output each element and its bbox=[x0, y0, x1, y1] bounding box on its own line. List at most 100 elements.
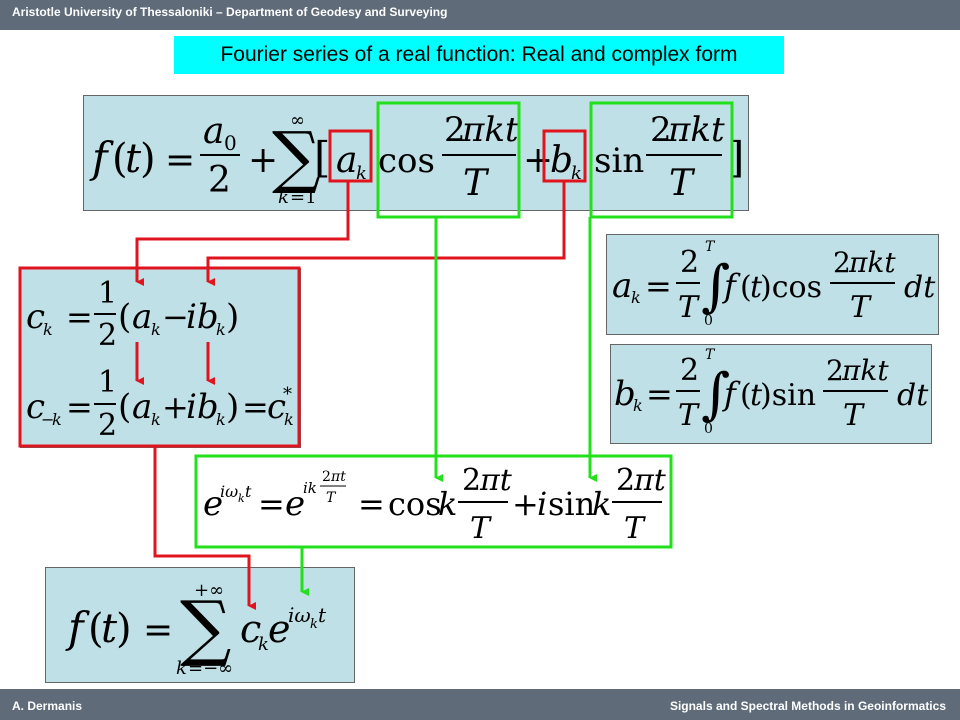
svg-text:sin: sin bbox=[594, 141, 644, 181]
svg-text:2: 2 bbox=[98, 408, 117, 443]
ak-formula: a k = 2 T ∫ T 0 f ( t )cos 2 πkt T dt bbox=[612, 239, 936, 329]
svg-text:T: T bbox=[678, 290, 700, 325]
svg-text:∑: ∑ bbox=[272, 118, 321, 197]
svg-text:=1: =1 bbox=[290, 187, 317, 208]
svg-text:a: a bbox=[203, 111, 224, 152]
svg-text:+∞: +∞ bbox=[194, 580, 224, 601]
svg-text:=: = bbox=[242, 388, 269, 426]
svg-text:−: − bbox=[41, 410, 54, 429]
svg-text:πkt: πkt bbox=[667, 110, 725, 150]
svg-text:cos: cos bbox=[388, 485, 442, 523]
svg-text:2: 2 bbox=[98, 318, 117, 353]
course-text: Signals and Spectral Methods in Geoinfor… bbox=[669, 699, 946, 713]
bk-formula: b k = 2 T ∫ T 0 f ( t )sin 2 πkt T dt bbox=[614, 347, 929, 437]
svg-text:k: k bbox=[633, 396, 643, 415]
svg-text:(: ( bbox=[740, 378, 752, 413]
svg-text:a: a bbox=[336, 140, 357, 181]
svg-text:2: 2 bbox=[833, 246, 851, 279]
header-bar: Aristotle University of Thessaloniki – D… bbox=[0, 0, 960, 30]
svg-text:b: b bbox=[614, 374, 636, 414]
svg-text:(: ( bbox=[118, 387, 131, 427]
svg-text:πkt: πkt bbox=[841, 354, 889, 387]
svg-text:a: a bbox=[612, 266, 632, 306]
svg-text:k: k bbox=[278, 187, 289, 208]
ck-highlight bbox=[18, 266, 301, 448]
main-formula: f ( t ) = a 0 2 + ∞ ∑ k =1 [ a k cos 2 π… bbox=[89, 110, 744, 208]
svg-text:T: T bbox=[669, 163, 696, 204]
svg-text:k: k bbox=[631, 288, 641, 307]
svg-text:a: a bbox=[132, 387, 152, 427]
svg-text:t: t bbox=[318, 603, 327, 627]
svg-text:c: c bbox=[267, 387, 286, 427]
svg-text:a: a bbox=[132, 297, 152, 337]
svg-text:f: f bbox=[89, 133, 114, 182]
svg-text:0: 0 bbox=[224, 131, 237, 155]
svg-text:k: k bbox=[310, 617, 318, 632]
svg-text:2: 2 bbox=[208, 160, 231, 201]
svg-text:t: t bbox=[750, 378, 763, 413]
svg-text:=: = bbox=[66, 388, 93, 426]
svg-text:]: ] bbox=[728, 133, 744, 182]
svg-text:k: k bbox=[284, 410, 294, 429]
svg-text:πt: πt bbox=[633, 463, 667, 498]
svg-text:(: ( bbox=[740, 270, 752, 305]
main-formula-box bbox=[83, 95, 749, 211]
svg-text:(: ( bbox=[112, 136, 128, 182]
svg-text:=: = bbox=[165, 140, 195, 181]
svg-text:+: + bbox=[248, 140, 278, 181]
svg-text:2: 2 bbox=[322, 469, 331, 485]
svg-text:(: ( bbox=[88, 606, 104, 652]
svg-text:=−∞: =−∞ bbox=[188, 658, 233, 679]
svg-text:sin: sin bbox=[548, 485, 595, 523]
svg-text:e: e bbox=[285, 484, 305, 524]
svg-text:): ) bbox=[140, 136, 156, 182]
svg-text:b: b bbox=[550, 140, 573, 181]
svg-text:k: k bbox=[216, 410, 226, 429]
svg-text:+: + bbox=[162, 388, 189, 426]
svg-text:+: + bbox=[512, 485, 539, 523]
svg-text:2: 2 bbox=[650, 110, 672, 150]
svg-text:t: t bbox=[101, 606, 118, 652]
svg-text:2: 2 bbox=[616, 463, 635, 498]
svg-text:k: k bbox=[438, 485, 457, 523]
svg-text:∫: ∫ bbox=[701, 254, 730, 319]
svg-text:∞: ∞ bbox=[290, 110, 305, 131]
green-arrows bbox=[300, 217, 597, 596]
cos-highlight bbox=[376, 101, 521, 219]
svg-text:iω: iω bbox=[220, 482, 238, 501]
svg-text:T: T bbox=[705, 239, 716, 255]
svg-text:*: * bbox=[283, 384, 292, 405]
cmk-formula: c − k = 1 2 ( a k + ib k ) = c * k bbox=[26, 365, 294, 443]
svg-text:πt: πt bbox=[479, 463, 513, 498]
svg-text:t: t bbox=[245, 482, 252, 501]
svg-text:k: k bbox=[151, 410, 161, 429]
svg-text:T: T bbox=[624, 511, 646, 546]
svg-text:2: 2 bbox=[826, 354, 844, 387]
svg-text:f: f bbox=[722, 267, 741, 305]
svg-text:dt: dt bbox=[904, 270, 936, 305]
svg-text:)sin: )sin bbox=[760, 378, 816, 413]
svg-text:k: k bbox=[52, 410, 62, 429]
svg-text:T: T bbox=[678, 398, 700, 433]
svg-text:k: k bbox=[43, 320, 53, 339]
svg-text:(: ( bbox=[118, 297, 131, 337]
svg-text:πt: πt bbox=[330, 469, 346, 485]
svg-text:=: = bbox=[645, 267, 672, 305]
red-arrows bbox=[135, 181, 566, 610]
svg-text:t: t bbox=[125, 136, 142, 182]
svg-text:2: 2 bbox=[444, 110, 466, 150]
svg-text:k: k bbox=[151, 320, 161, 339]
svg-text:k: k bbox=[176, 658, 187, 679]
svg-text:e: e bbox=[203, 484, 223, 524]
svg-text:[: [ bbox=[314, 133, 330, 182]
svg-text:2: 2 bbox=[680, 245, 699, 280]
svg-text:k: k bbox=[216, 320, 226, 339]
svg-text:∫: ∫ bbox=[701, 362, 730, 427]
svg-text:1: 1 bbox=[98, 365, 117, 400]
svg-text:2: 2 bbox=[462, 463, 481, 498]
svg-text:): ) bbox=[226, 387, 239, 427]
svg-text:=: = bbox=[258, 485, 285, 523]
svg-text:∑: ∑ bbox=[180, 585, 231, 669]
svg-text:f: f bbox=[722, 375, 741, 413]
